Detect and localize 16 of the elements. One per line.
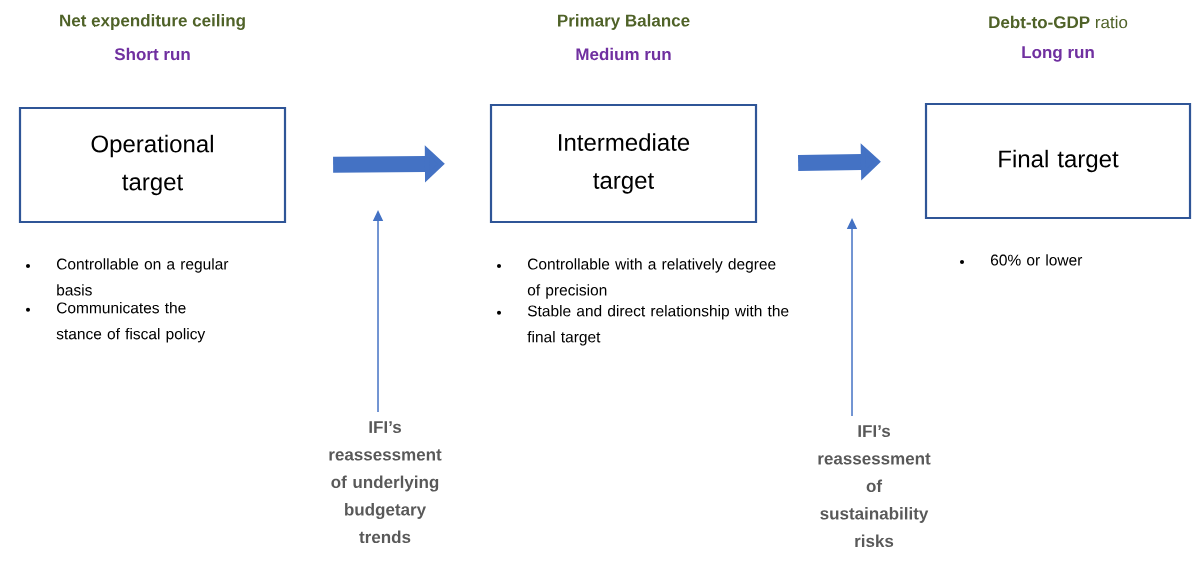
heading: Medium run bbox=[576, 47, 671, 61]
heading: Debt-to-GDP ratio bbox=[989, 15, 1128, 29]
heading: Net expenditure ceiling bbox=[60, 14, 245, 30]
box: Intermediate target bbox=[489, 103, 758, 224]
bullet-item: Controllable with a relatively degree of precision bbox=[497, 258, 776, 299]
bullet-item: Communicates the stance of fiscal policy bbox=[26, 302, 206, 343]
heading: Short run bbox=[114, 47, 190, 61]
bullet-item: Stable and direct relationship with the final target bbox=[497, 305, 789, 346]
heading: Long run bbox=[1022, 46, 1094, 62]
bullet-item: Controllable on a regular basis bbox=[26, 258, 229, 296]
heading: Primary Balance bbox=[558, 14, 690, 30]
bullet-item: 60% or lower bbox=[960, 254, 1083, 266]
box: Operational target bbox=[18, 106, 287, 224]
note-text: IFI’s reassessment of underlying budgetary trends bbox=[329, 421, 442, 544]
note-text: IFI’s reassessment of sustainability risks bbox=[818, 425, 931, 548]
box: Final target bbox=[924, 102, 1192, 220]
